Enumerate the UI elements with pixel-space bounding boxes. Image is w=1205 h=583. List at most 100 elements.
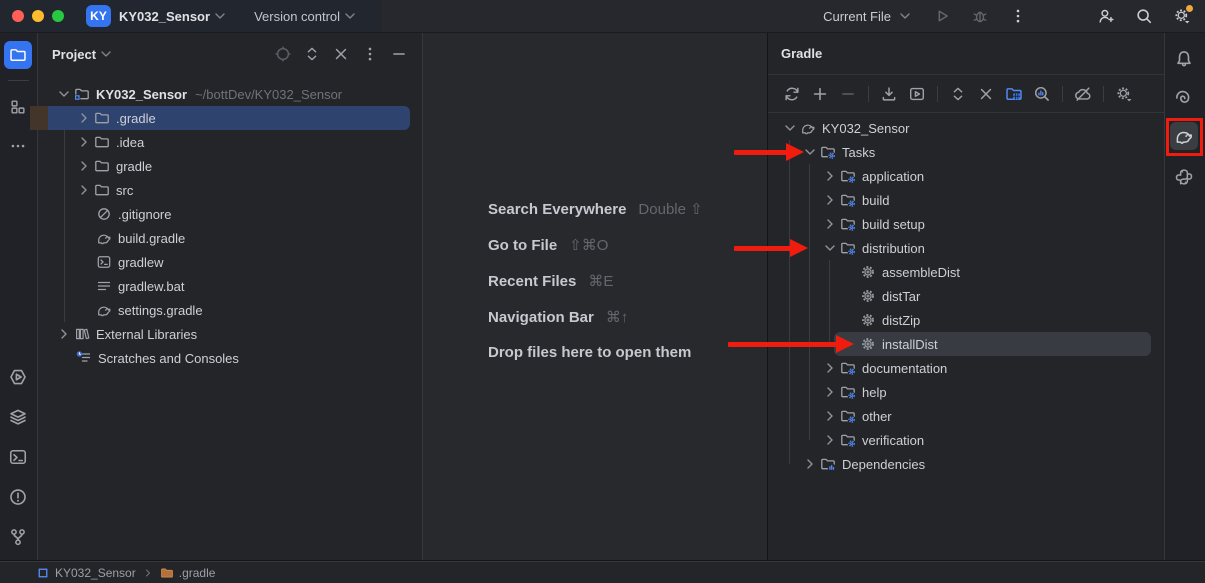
dependencies-folder-icon <box>820 456 836 472</box>
gradle-row-assembledist[interactable]: assembleDist <box>768 260 1165 284</box>
search-icon[interactable] <box>1135 7 1153 25</box>
hide-icon[interactable] <box>390 45 408 63</box>
expand-all-icon[interactable] <box>303 45 321 63</box>
gradle-row-root[interactable]: KY032_Sensor <box>768 116 1165 140</box>
run-tool-button[interactable] <box>4 363 32 391</box>
chevron-right-icon[interactable] <box>76 110 92 126</box>
gradle-row-build-setup[interactable]: build setup <box>768 212 1165 236</box>
run-task-icon[interactable] <box>908 85 926 103</box>
gradle-row-verification[interactable]: verification <box>768 428 1165 452</box>
more-icon[interactable] <box>1009 7 1027 25</box>
tree-row-gradlew[interactable]: gradlew <box>38 250 422 274</box>
project-tool-button[interactable] <box>4 41 32 69</box>
gradle-row-distribution[interactable]: distribution <box>768 236 1165 260</box>
chevron-down-icon[interactable] <box>822 240 838 256</box>
notifications-button[interactable] <box>1170 44 1198 72</box>
tree-row-gradle-dir[interactable]: .gradle <box>38 106 410 130</box>
chevron-right-icon[interactable] <box>822 384 838 400</box>
chevron-right-icon[interactable] <box>822 192 838 208</box>
folder-icon <box>9 46 27 64</box>
chevron-down-icon[interactable] <box>802 144 818 160</box>
run-configuration-selector[interactable]: Current File <box>823 8 891 24</box>
remove-icon[interactable] <box>839 85 857 103</box>
tree-row-src[interactable]: src <box>38 178 422 202</box>
collapse-all-icon[interactable] <box>977 85 995 103</box>
project-panel-title[interactable]: Project <box>52 46 97 62</box>
gradle-row-tasks[interactable]: Tasks <box>768 140 1165 164</box>
chevron-down-icon[interactable] <box>212 8 228 24</box>
add-icon[interactable] <box>811 85 829 103</box>
gradle-row-installdist[interactable]: installDist <box>834 332 1151 356</box>
run-icon[interactable] <box>933 7 951 25</box>
chevron-right-icon[interactable] <box>822 216 838 232</box>
tree-row-settings-gradle[interactable]: settings.gradle <box>38 298 422 322</box>
tree-item-label: KY032_Sensor <box>822 120 910 136</box>
breadcrumb-project[interactable]: KY032_Sensor <box>55 565 136 580</box>
chevron-right-icon <box>142 567 154 579</box>
hint-shortcut: ⌘E <box>588 273 614 290</box>
tree-row-gradle-folder[interactable]: gradle <box>38 154 422 178</box>
gradle-row-application[interactable]: application <box>768 164 1165 188</box>
chevron-right-icon[interactable] <box>76 158 92 174</box>
chevron-right-icon[interactable] <box>56 326 72 342</box>
locate-icon[interactable] <box>274 45 292 63</box>
tree-row-project-root[interactable]: KY032_Sensor ~/bottDev/KY032_Sensor <box>38 82 422 106</box>
vcs-widget[interactable]: Version control <box>254 8 341 24</box>
chevron-right-icon[interactable] <box>822 168 838 184</box>
chevron-right-icon[interactable] <box>822 408 838 424</box>
chevron-right-icon[interactable] <box>802 456 818 472</box>
download-icon[interactable] <box>880 85 898 103</box>
project-badge[interactable]: KY <box>86 5 111 27</box>
chevron-right-icon[interactable] <box>76 182 92 198</box>
arrow-shaft <box>734 246 792 251</box>
minimize-window-button[interactable] <box>32 10 44 22</box>
structure-tool-button[interactable] <box>4 93 32 121</box>
expand-all-icon[interactable] <box>949 85 967 103</box>
chevron-down-icon[interactable] <box>897 8 913 24</box>
group-tasks-icon[interactable] <box>1005 85 1023 103</box>
gradle-row-other[interactable]: other <box>768 404 1165 428</box>
settings-button[interactable] <box>1173 5 1193 25</box>
services-tool-button[interactable] <box>4 403 32 431</box>
chevron-right-icon[interactable] <box>822 360 838 376</box>
chevron-down-icon[interactable] <box>56 86 72 102</box>
sync-icon[interactable] <box>783 85 801 103</box>
offline-mode-icon[interactable] <box>1074 85 1092 103</box>
tree-row-build-gradle[interactable]: build.gradle <box>38 226 422 250</box>
close-window-button[interactable] <box>12 10 24 22</box>
collapse-all-icon[interactable] <box>332 45 350 63</box>
chevron-right-icon[interactable] <box>822 432 838 448</box>
divider <box>8 80 29 81</box>
terminal-tool-button[interactable] <box>4 443 32 471</box>
tree-row-scratches[interactable]: Scratches and Consoles <box>38 346 422 370</box>
profiler-icon[interactable] <box>1033 85 1051 103</box>
gradle-row-build[interactable]: build <box>768 188 1165 212</box>
settings-icon[interactable] <box>1115 85 1133 103</box>
gradle-row-distzip[interactable]: distZip <box>768 308 1165 332</box>
chevron-down-icon[interactable] <box>98 46 114 62</box>
more-tools-button[interactable] <box>4 132 32 160</box>
breadcrumb-folder[interactable]: .gradle <box>178 565 216 580</box>
gradle-row-documentation[interactable]: documentation <box>768 356 1165 380</box>
tree-row-gitignore[interactable]: .gitignore <box>38 202 422 226</box>
tree-row-idea-dir[interactable]: .idea <box>38 130 422 154</box>
chevron-down-icon[interactable] <box>342 8 358 24</box>
chevron-right-icon[interactable] <box>76 134 92 150</box>
tree-row-gradlew-bat[interactable]: gradlew.bat <box>38 274 422 298</box>
tree-row-external-libraries[interactable]: External Libraries <box>38 322 422 346</box>
gradle-row-disttar[interactable]: distTar <box>768 284 1165 308</box>
python-packages-button[interactable] <box>1170 163 1198 191</box>
maximize-window-button[interactable] <box>52 10 64 22</box>
project-widget[interactable]: KY032_Sensor <box>119 8 211 24</box>
problems-tool-button[interactable] <box>4 483 32 511</box>
gradle-row-help[interactable]: help <box>768 380 1165 404</box>
tree-item-label: distribution <box>862 240 925 256</box>
ai-assistant-button[interactable] <box>1170 84 1198 112</box>
debug-icon[interactable] <box>971 7 989 25</box>
version-control-tool-button[interactable] <box>4 523 32 551</box>
more-icon[interactable] <box>361 45 379 63</box>
gradle-tool-button[interactable] <box>1170 122 1198 150</box>
chevron-down-icon[interactable] <box>782 120 798 136</box>
add-user-icon[interactable] <box>1097 7 1115 25</box>
gradle-row-dependencies[interactable]: Dependencies <box>768 452 1165 476</box>
